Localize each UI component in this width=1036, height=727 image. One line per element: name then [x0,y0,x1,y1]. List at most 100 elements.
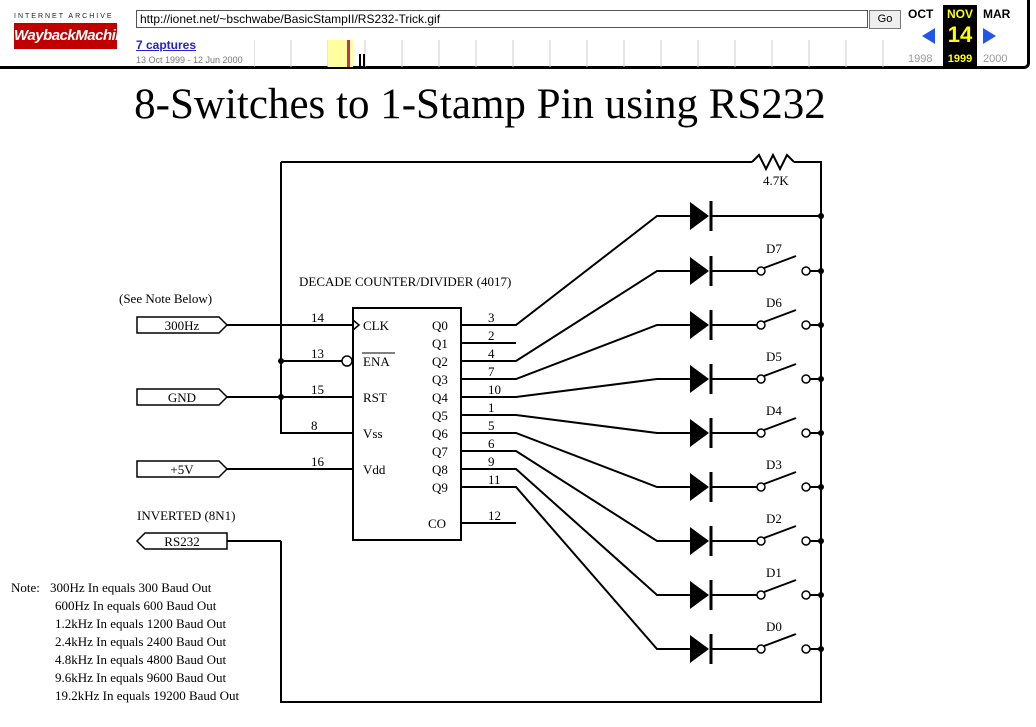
current-year: 1999 [947,53,973,65]
pin-name: Q0 [432,318,448,333]
switch-label-d2: D2 [766,511,782,526]
pin-number: 7 [488,364,495,379]
wire-bottom [280,541,822,703]
pin-name: Q7 [432,444,448,459]
switch-contact [801,590,811,600]
switch-contact [801,482,811,492]
sparkline-bar [363,54,365,67]
switch-contact [801,536,811,546]
switch-contact [756,374,766,384]
switch-label-d1: D1 [766,565,782,580]
switch-contact [756,590,766,600]
chip-label: DECADE COUNTER/DIVIDER (4017) [299,274,511,289]
pin-number: 12 [488,508,501,523]
switch-contact [801,428,811,438]
switch-contact [801,320,811,330]
switch-contact [756,428,766,438]
go-button[interactable]: Go [869,10,901,29]
resistor-4.7k [751,152,795,172]
pin-number: 15 [311,382,324,397]
q5-wire [461,414,690,434]
switch-contact [801,374,811,384]
note-line: 9.6kHz In equals 9600 Baud Out [55,670,227,685]
pin-number: 13 [311,346,324,361]
switch-label-d6: D6 [766,295,782,310]
pin-number: 6 [488,436,495,451]
diode-d3 [688,470,713,504]
chip-4017 [352,307,462,541]
wayback-logo[interactable]: WaybackMachine [14,23,132,49]
pin-name: Q9 [432,480,448,495]
diode-d2 [688,524,713,558]
inverted-label: INVERTED (8N1) [137,508,236,523]
captures-link[interactable]: 7 captures [136,38,197,52]
pin-name: RST [363,390,387,405]
capture-sparkline[interactable] [254,40,899,67]
note-line: 4.8kHz In equals 4800 Baud Out [55,652,227,667]
q0-wire [461,215,690,326]
see-note-label: (See Note Below) [119,291,212,306]
pin-name: Vdd [363,462,386,477]
ena-inversion-bubble [341,355,353,367]
gnd-label: GND [168,390,196,405]
capture-date-range: 13 Oct 1999 - 12 Jun 2000 [136,55,243,65]
switch-contact [756,482,766,492]
switch-label-d0: D0 [766,619,782,634]
switch-label-d7: D7 [766,241,782,256]
selected-date-box [943,5,977,67]
diode-d1 [688,578,713,612]
rs232-label: RS232 [164,534,199,549]
url-input[interactable]: http://ionet.net/~bschwabe/BasicStampII/… [136,10,868,28]
switch-lever [763,579,797,593]
pin-name: Q2 [432,354,448,369]
switch-contact [801,644,811,654]
rs232-connector [135,532,228,550]
vplus-label: +5V [170,462,194,477]
switch-contact [756,266,766,276]
junction-dot [278,358,284,364]
switch-contact [756,644,766,654]
prev-capture-arrow-icon[interactable] [920,27,937,45]
switch-lever [763,363,797,377]
next-month-link[interactable]: MAR [983,7,1011,21]
pin-name: Vss [363,426,383,441]
sparkline-current-marker [347,40,350,67]
switch-lever [763,633,797,647]
prev-month-link[interactable]: OCT [908,7,934,21]
diode-d7 [688,254,713,288]
next-capture-arrow-icon[interactable] [981,27,998,45]
switch-contact [801,266,811,276]
diode-rail [688,199,713,233]
pin-number: 2 [488,328,495,343]
switch-lever [763,309,797,323]
wire-right-rail [794,161,822,649]
next-year-link[interactable]: 2000 [983,53,1008,65]
wayback-toolbar: INTERNET ARCHIVE WaybackMachine http://i… [0,0,1030,69]
diode-d6 [688,308,713,342]
diodes [688,199,713,666]
junction-dot [278,394,284,400]
pin-name: Q6 [432,426,448,441]
switch-lever [763,255,797,269]
switch-lever [763,417,797,431]
diode-d0 [688,632,713,666]
prev-year-link[interactable]: 1998 [908,53,933,65]
note-prefix: Note: [11,580,40,595]
sparkline-bar [359,54,361,67]
pin-number: 11 [488,472,501,487]
pin-number: 14 [311,310,325,325]
pin-number: 3 [488,310,495,325]
current-month: NOV [947,7,974,21]
clk-input-label: 300Hz [165,318,200,333]
clock-triangle-icon [352,319,361,331]
pin-name: Q1 [432,336,448,351]
diode-d4 [688,416,713,450]
note-line: 1.2kHz In equals 1200 Baud Out [55,616,227,631]
pin-number: 9 [488,454,495,469]
current-day: 14 [947,22,973,47]
switch-lever [763,525,797,539]
clk-input-connector [136,316,229,334]
pin-number: 4 [488,346,495,361]
page-title: 8-Switches to 1-Stamp Pin using RS232 [134,81,826,128]
